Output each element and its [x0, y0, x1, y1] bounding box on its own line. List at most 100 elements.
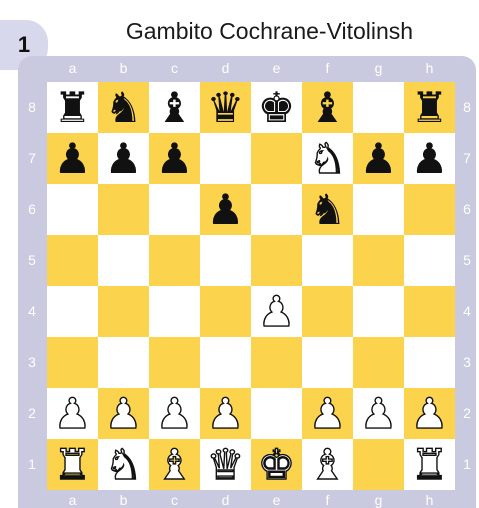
square-g1[interactable]: [353, 439, 404, 490]
square-d3[interactable]: [200, 337, 251, 388]
white-king-icon[interactable]: ♚: [258, 444, 296, 486]
square-b4[interactable]: [98, 286, 149, 337]
square-b3[interactable]: [98, 337, 149, 388]
square-e1[interactable]: ♚: [251, 439, 302, 490]
black-pawn-icon[interactable]: ♟: [411, 138, 449, 180]
square-g4[interactable]: [353, 286, 404, 337]
square-f4[interactable]: [302, 286, 353, 337]
square-a7[interactable]: ♟: [47, 133, 98, 184]
rank-label: 8: [22, 82, 42, 133]
square-f8[interactable]: ♝: [302, 82, 353, 133]
white-pawn-icon[interactable]: ♟: [105, 393, 143, 435]
square-c7[interactable]: ♟: [149, 133, 200, 184]
square-d6[interactable]: ♟: [200, 184, 251, 235]
square-c8[interactable]: ♝: [149, 82, 200, 133]
square-a3[interactable]: [47, 337, 98, 388]
white-knight-icon[interactable]: ♞: [309, 138, 347, 180]
square-f7[interactable]: ♞: [302, 133, 353, 184]
black-knight-icon[interactable]: ♞: [105, 87, 143, 129]
white-knight-icon[interactable]: ♞: [105, 444, 143, 486]
file-label: a: [47, 492, 98, 508]
black-queen-icon[interactable]: ♛: [207, 87, 245, 129]
black-king-icon[interactable]: ♚: [258, 87, 296, 129]
black-pawn-icon[interactable]: ♟: [156, 138, 194, 180]
white-pawn-icon[interactable]: ♟: [411, 393, 449, 435]
square-a5[interactable]: [47, 235, 98, 286]
white-pawn-icon[interactable]: ♟: [54, 393, 92, 435]
square-h7[interactable]: ♟: [404, 133, 455, 184]
file-label: f: [302, 60, 353, 76]
square-h8[interactable]: ♜: [404, 82, 455, 133]
square-e3[interactable]: [251, 337, 302, 388]
white-bishop-icon[interactable]: ♝: [309, 444, 347, 486]
square-f1[interactable]: ♝: [302, 439, 353, 490]
square-c2[interactable]: ♟: [149, 388, 200, 439]
square-b6[interactable]: [98, 184, 149, 235]
white-pawn-icon[interactable]: ♟: [207, 393, 245, 435]
square-a1[interactable]: ♜: [47, 439, 98, 490]
square-h3[interactable]: [404, 337, 455, 388]
black-pawn-icon[interactable]: ♟: [54, 138, 92, 180]
black-bishop-icon[interactable]: ♝: [156, 87, 194, 129]
white-pawn-icon[interactable]: ♟: [309, 393, 347, 435]
square-h5[interactable]: [404, 235, 455, 286]
square-a8[interactable]: ♜: [47, 82, 98, 133]
white-pawn-icon[interactable]: ♟: [258, 291, 296, 333]
square-b5[interactable]: [98, 235, 149, 286]
white-pawn-icon[interactable]: ♟: [360, 393, 398, 435]
file-label: h: [404, 492, 455, 508]
square-f2[interactable]: ♟: [302, 388, 353, 439]
square-g6[interactable]: [353, 184, 404, 235]
square-e4[interactable]: ♟: [251, 286, 302, 337]
square-g3[interactable]: [353, 337, 404, 388]
square-g8[interactable]: [353, 82, 404, 133]
white-rook-icon[interactable]: ♜: [54, 444, 92, 486]
square-h1[interactable]: ♜: [404, 439, 455, 490]
square-a2[interactable]: ♟: [47, 388, 98, 439]
square-d2[interactable]: ♟: [200, 388, 251, 439]
white-bishop-icon[interactable]: ♝: [156, 444, 194, 486]
square-h4[interactable]: [404, 286, 455, 337]
square-d5[interactable]: [200, 235, 251, 286]
black-rook-icon[interactable]: ♜: [54, 87, 92, 129]
square-h2[interactable]: ♟: [404, 388, 455, 439]
square-b1[interactable]: ♞: [98, 439, 149, 490]
square-e6[interactable]: [251, 184, 302, 235]
square-b7[interactable]: ♟: [98, 133, 149, 184]
white-queen-icon[interactable]: ♛: [207, 444, 245, 486]
white-pawn-icon[interactable]: ♟: [156, 393, 194, 435]
black-pawn-icon[interactable]: ♟: [105, 138, 143, 180]
square-f3[interactable]: [302, 337, 353, 388]
square-d1[interactable]: ♛: [200, 439, 251, 490]
square-e8[interactable]: ♚: [251, 82, 302, 133]
square-e7[interactable]: [251, 133, 302, 184]
square-d4[interactable]: [200, 286, 251, 337]
square-g2[interactable]: ♟: [353, 388, 404, 439]
black-bishop-icon[interactable]: ♝: [309, 87, 347, 129]
square-c1[interactable]: ♝: [149, 439, 200, 490]
square-a4[interactable]: [47, 286, 98, 337]
square-d8[interactable]: ♛: [200, 82, 251, 133]
white-rook-icon[interactable]: ♜: [411, 444, 449, 486]
square-e2[interactable]: [251, 388, 302, 439]
square-f6[interactable]: ♞: [302, 184, 353, 235]
file-label: e: [251, 60, 302, 76]
file-label: a: [47, 60, 98, 76]
square-c5[interactable]: [149, 235, 200, 286]
square-g7[interactable]: ♟: [353, 133, 404, 184]
square-h6[interactable]: [404, 184, 455, 235]
black-pawn-icon[interactable]: ♟: [360, 138, 398, 180]
square-b8[interactable]: ♞: [98, 82, 149, 133]
square-f5[interactable]: [302, 235, 353, 286]
square-a6[interactable]: [47, 184, 98, 235]
square-g5[interactable]: [353, 235, 404, 286]
square-c6[interactable]: [149, 184, 200, 235]
square-c3[interactable]: [149, 337, 200, 388]
square-d7[interactable]: [200, 133, 251, 184]
black-pawn-icon[interactable]: ♟: [207, 189, 245, 231]
square-c4[interactable]: [149, 286, 200, 337]
black-rook-icon[interactable]: ♜: [411, 87, 449, 129]
black-knight-icon[interactable]: ♞: [309, 189, 347, 231]
square-b2[interactable]: ♟: [98, 388, 149, 439]
square-e5[interactable]: [251, 235, 302, 286]
